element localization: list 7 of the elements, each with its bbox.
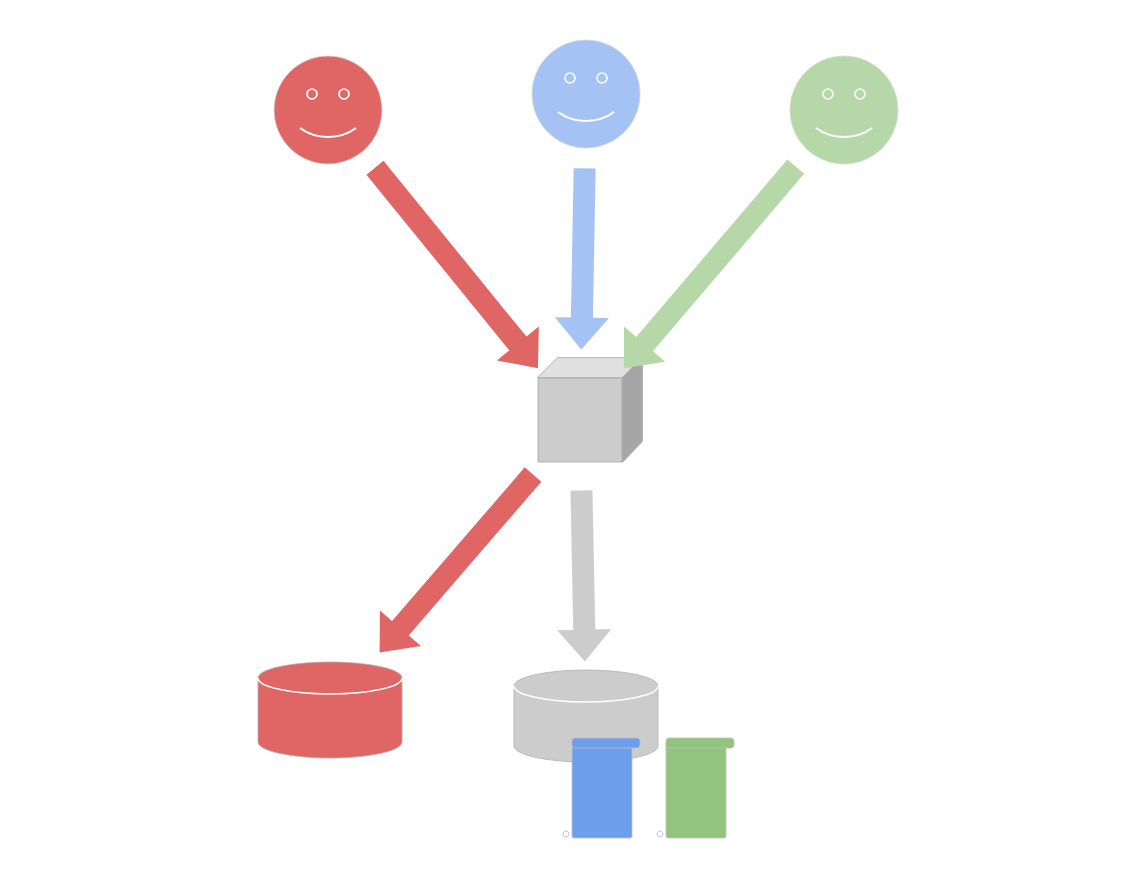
smiley-face: [789, 55, 899, 165]
smiley-face: [531, 39, 641, 149]
document-scroll: [656, 737, 735, 839]
database-cylinder: [257, 661, 403, 759]
cube: [537, 357, 643, 463]
document-scroll: [562, 737, 641, 839]
smiley-face: [273, 55, 383, 165]
